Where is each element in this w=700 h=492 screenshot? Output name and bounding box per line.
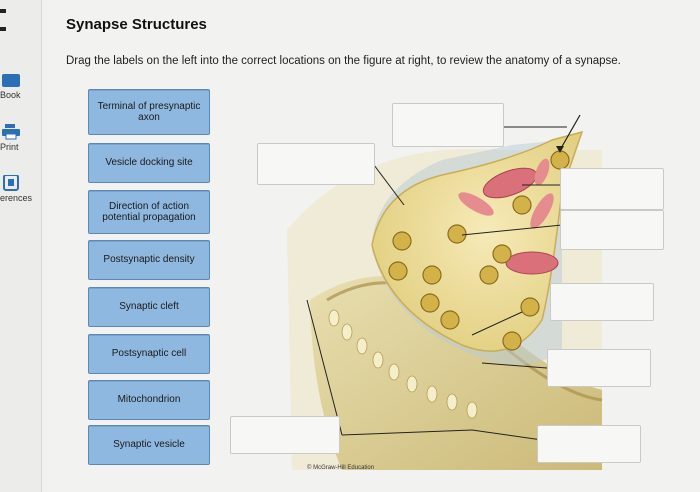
drop-target-8[interactable]: [537, 425, 641, 463]
drop-target-7[interactable]: [230, 416, 340, 454]
label-postsynaptic-cell[interactable]: Postsynaptic cell: [88, 334, 210, 374]
direction-arrow: [559, 114, 581, 151]
sidebar-item-references[interactable]: erences: [0, 175, 42, 203]
mitochondria-group: [458, 158, 559, 275]
synaptic-vesicle-shape: [512, 195, 532, 215]
synaptic-vesicles-group: [388, 150, 570, 351]
synaptic-vesicle-shape: [447, 224, 467, 244]
synaptic-vesicle-shape: [492, 244, 512, 264]
synaptic-vesicle-shape: [520, 297, 540, 317]
label-mitochondrion[interactable]: Mitochondrion: [88, 380, 210, 420]
references-icon: [3, 175, 19, 191]
label-direction-action-potential[interactable]: Direction of action potential propagatio…: [88, 190, 210, 234]
page-title: Synapse Structures: [66, 16, 207, 33]
book-icon: [2, 74, 20, 87]
mitochondrion-shape: [530, 193, 554, 229]
label-vesicle-docking-site[interactable]: Vesicle docking site: [88, 143, 210, 183]
synaptic-vesicle-shape: [420, 293, 440, 313]
leader-lines: [306, 126, 567, 441]
drop-target-1[interactable]: [392, 103, 504, 147]
drop-target-6[interactable]: [547, 349, 651, 387]
synaptic-vesicle-shape: [550, 150, 570, 170]
sidebar-item-label: erences: [0, 193, 33, 203]
mitochondrion-shape: [534, 158, 550, 186]
postsynaptic-density-bumps: [328, 309, 478, 419]
sidebar-item-book[interactable]: Book: [0, 72, 42, 100]
sidebar: Book Print erences: [0, 0, 42, 492]
printer-icon: [2, 124, 20, 140]
synaptic-vesicle-shape: [479, 265, 499, 285]
synapse-figure: [287, 114, 603, 470]
drop-target-4[interactable]: [560, 210, 664, 250]
label-postsynaptic-density[interactable]: Postsynaptic density: [88, 240, 210, 280]
sidebar-item-print[interactable]: Print: [0, 124, 42, 152]
postsynaptic-cell-shape: [310, 276, 602, 470]
label-synaptic-cleft[interactable]: Synaptic cleft: [88, 287, 210, 327]
sidebar-top-marks: [0, 0, 30, 31]
label-terminal-presynaptic-axon[interactable]: Terminal of presynaptic axon: [88, 89, 210, 135]
synaptic-vesicle-shape: [422, 265, 442, 285]
label-synaptic-vesicle[interactable]: Synaptic vesicle: [88, 425, 210, 465]
synaptic-vesicle-shape: [502, 331, 522, 351]
drop-target-2[interactable]: [257, 143, 375, 185]
synaptic-vesicle-shape: [388, 261, 408, 281]
drop-target-5[interactable]: [550, 283, 654, 321]
instructions-text: Drag the labels on the left into the cor…: [66, 55, 621, 67]
synaptic-vesicle-shape: [440, 310, 460, 330]
direction-arrow-head: [556, 146, 564, 153]
mitochondrion-shape: [458, 192, 494, 216]
mitochondrion-shape: [505, 251, 559, 275]
credit-text: © McGraw-Hill Education: [307, 465, 375, 471]
synaptic-vesicle-shape: [392, 231, 412, 251]
main-panel: Synapse Structures Drag the labels on th…: [42, 0, 700, 492]
sidebar-item-label: Print: [0, 142, 19, 152]
sidebar-item-label: Book: [0, 90, 21, 100]
drop-target-3[interactable]: [560, 168, 664, 210]
